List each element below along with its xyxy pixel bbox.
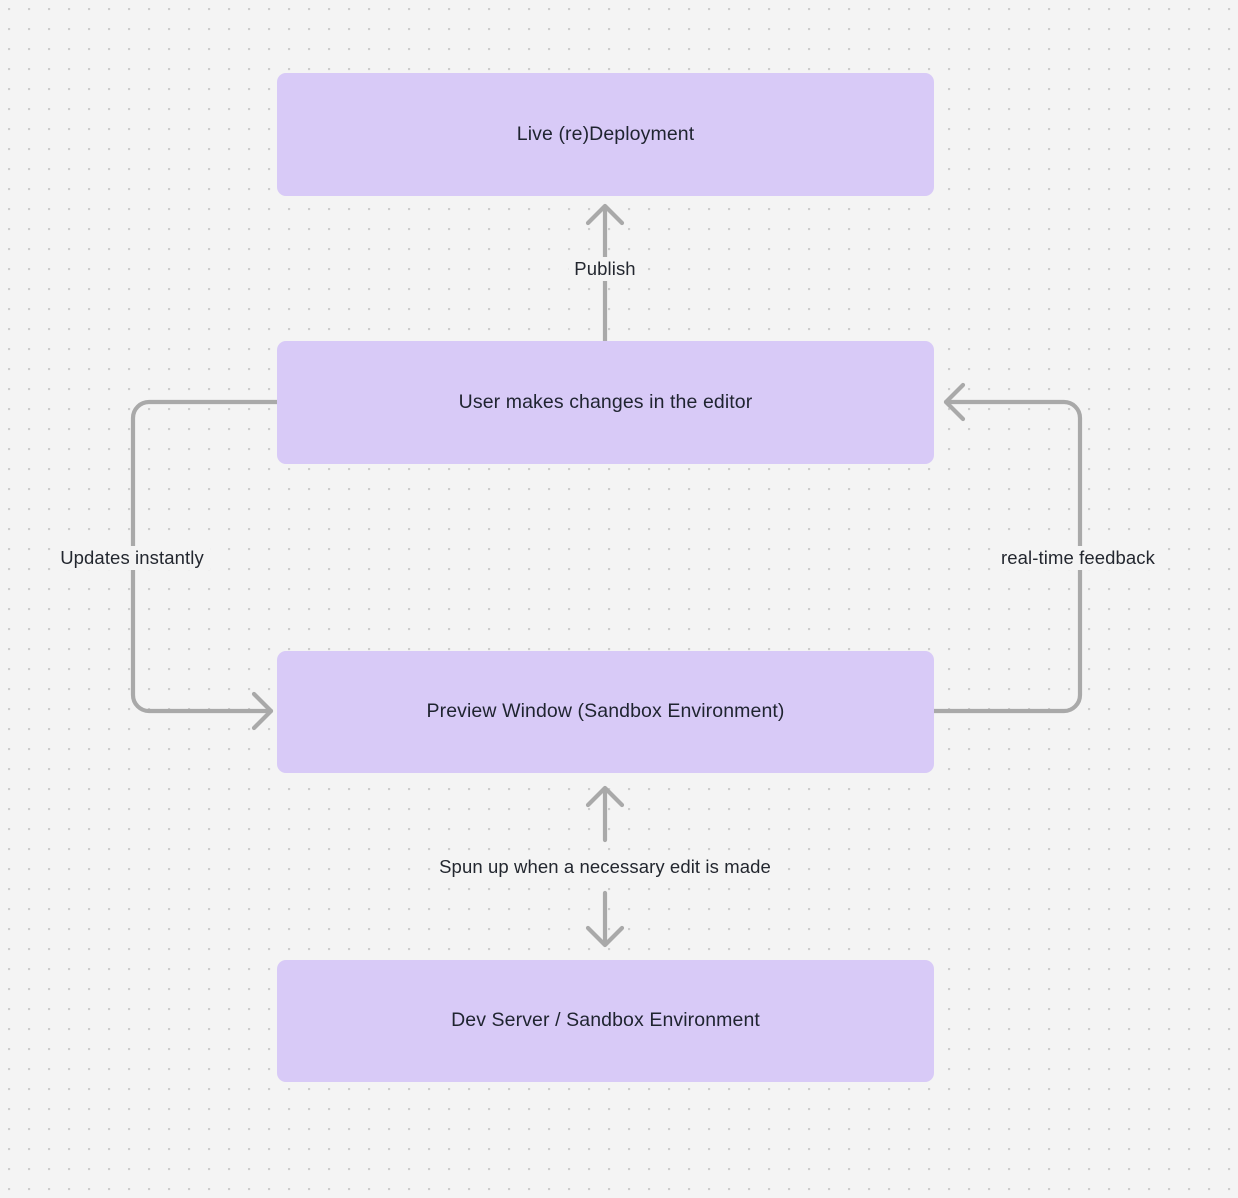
edge-label-spun-up: Spun up when a necessary edit is made (433, 855, 777, 879)
node-user-edits[interactable]: User makes changes in the editor (277, 341, 934, 464)
edge-label-real-time-feedback: real-time feedback (995, 546, 1161, 570)
node-dev-server-label: Dev Server / Sandbox Environment (451, 1009, 760, 1032)
edge-label-updates-instantly: Updates instantly (54, 546, 210, 570)
node-live-deployment[interactable]: Live (re)Deployment (277, 73, 934, 196)
node-live-deployment-label: Live (re)Deployment (516, 122, 695, 145)
node-preview-window-label: Preview Window (Sandbox Environment) (426, 700, 785, 723)
node-preview-window[interactable]: Preview Window (Sandbox Environment) (277, 651, 934, 773)
node-user-edits-label: User makes changes in the editor (458, 390, 753, 413)
edge-label-publish: Publish (568, 257, 642, 281)
node-dev-server[interactable]: Dev Server / Sandbox Environment (277, 960, 934, 1082)
